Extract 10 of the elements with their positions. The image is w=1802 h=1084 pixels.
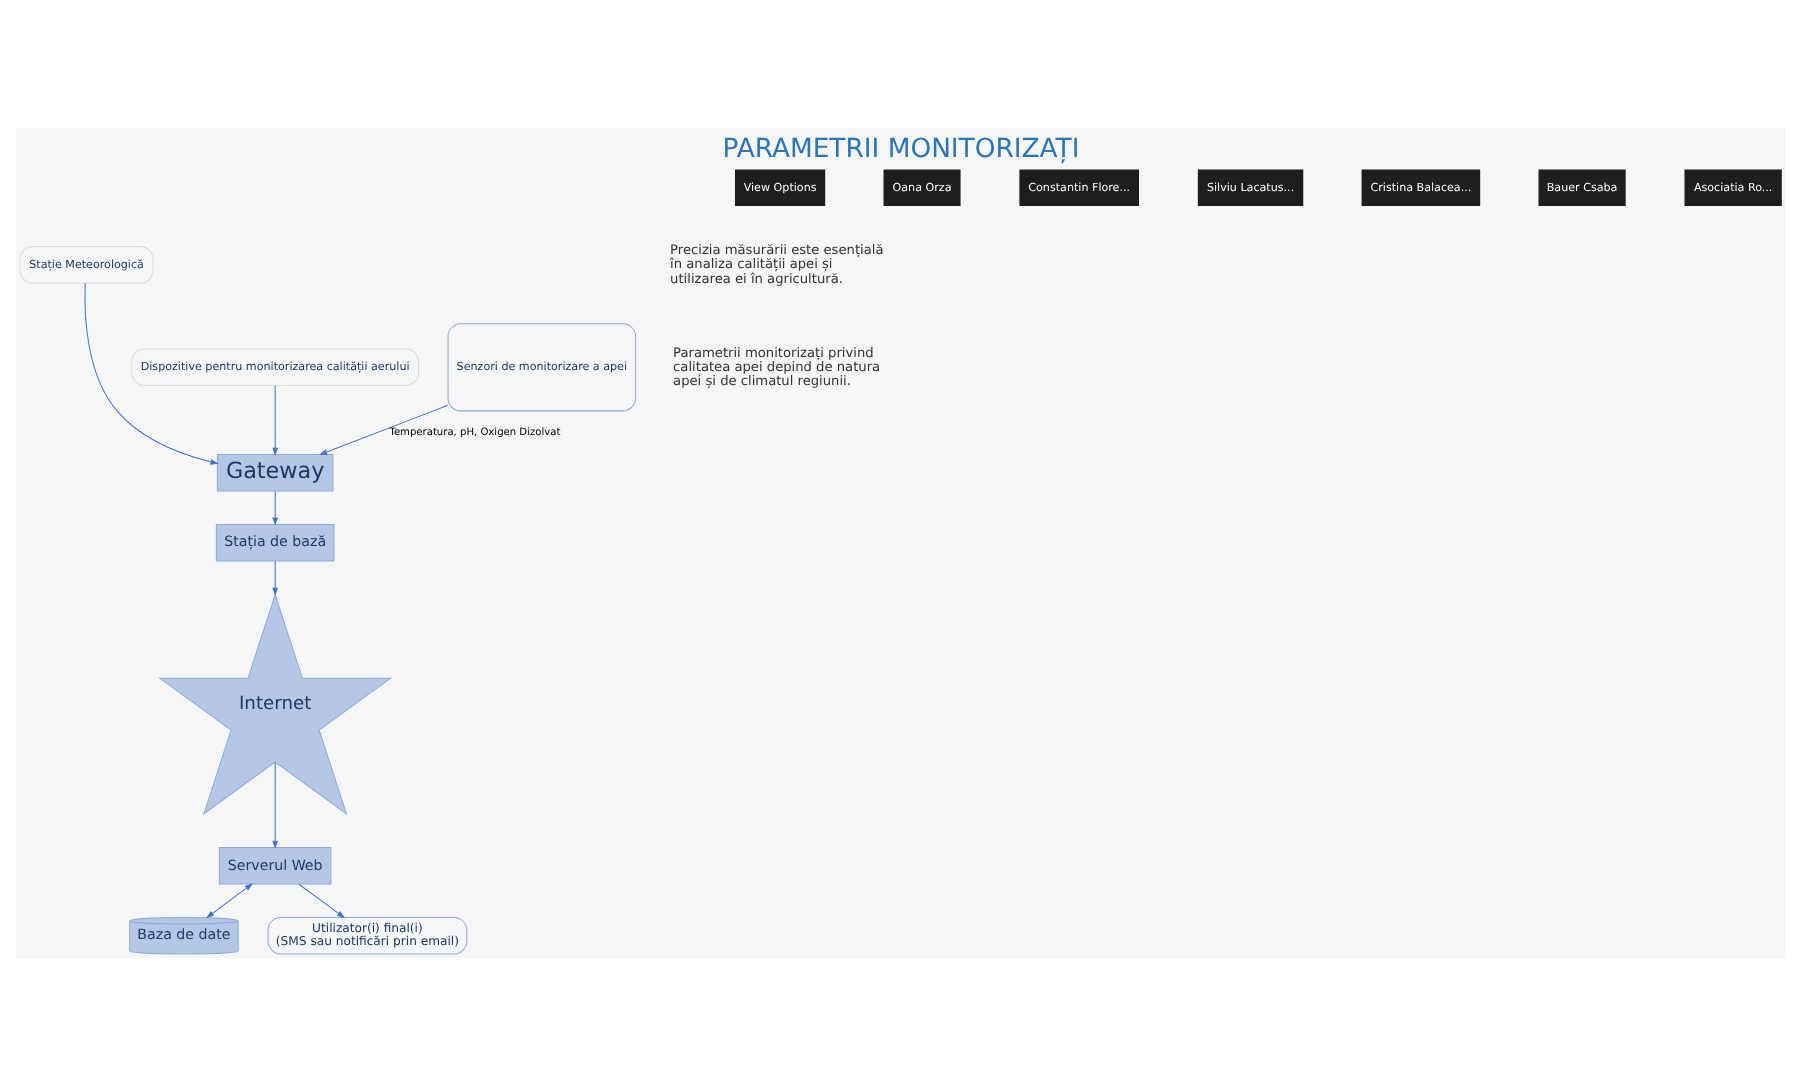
arrow — [319, 403, 449, 454]
arrow — [272, 489, 278, 525]
arrow — [298, 882, 345, 918]
diagram-title: PARAMETRII MONITORIZAȚI — [722, 134, 1080, 165]
arrow — [84, 281, 219, 464]
node-box: Gateway — [216, 452, 334, 491]
arrow — [206, 882, 253, 918]
arrow — [272, 760, 278, 848]
arrow — [272, 559, 278, 595]
arrow — [272, 384, 278, 455]
